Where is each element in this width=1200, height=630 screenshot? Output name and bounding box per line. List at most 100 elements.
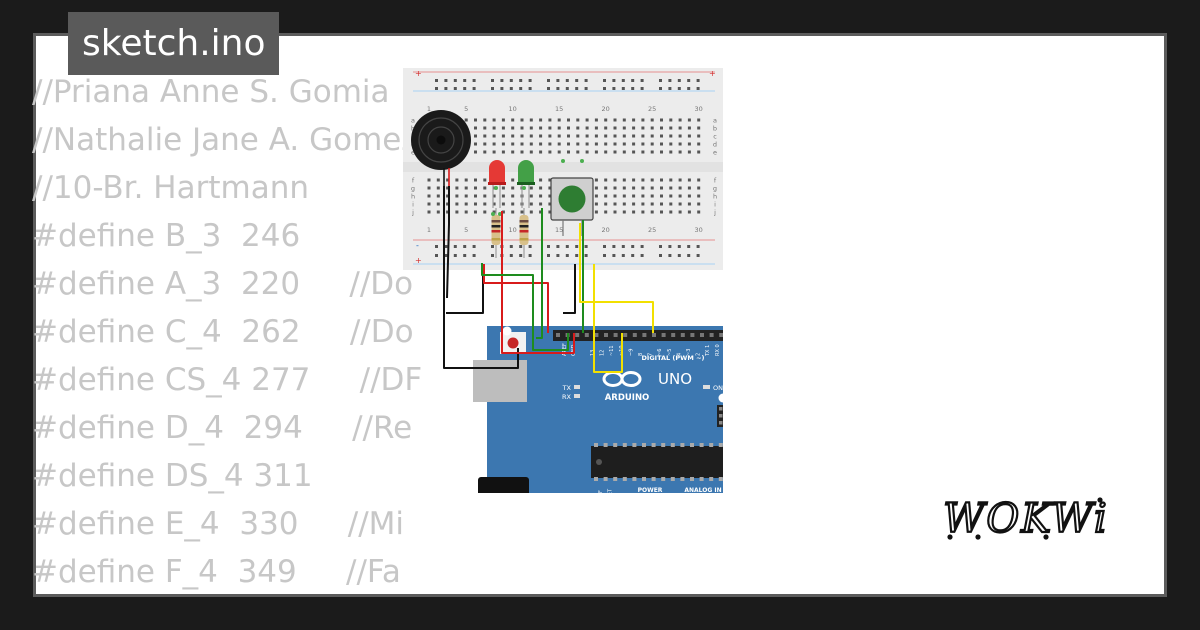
breadboard-hole <box>539 134 543 138</box>
wire-yellow-button <box>579 223 654 333</box>
rail-hole <box>687 87 691 90</box>
header-pin <box>613 333 618 337</box>
breadboard-hole <box>669 142 673 146</box>
breadboard-hole <box>622 186 626 190</box>
breadboard-hole <box>687 126 691 130</box>
chip-pin <box>661 443 666 447</box>
breadboard-hole <box>576 142 580 146</box>
wokwi-logo-text: WOKWi <box>943 496 1109 542</box>
column-number: 15 <box>555 105 563 113</box>
breadboard-hole <box>594 134 598 138</box>
breadboard-hole <box>446 178 450 182</box>
logo-dot-2 <box>975 534 981 540</box>
breadboard-hole <box>678 142 682 146</box>
breadboard-hole <box>492 118 496 122</box>
column-number: 30 <box>695 105 703 113</box>
led-red-base <box>488 182 506 185</box>
breadboard-hole <box>622 178 626 182</box>
breadboard-hole <box>520 134 524 138</box>
breadboard-hole <box>669 178 673 182</box>
rail-hole <box>472 245 476 248</box>
breadboard-hole <box>483 194 487 198</box>
breadboard-hole <box>576 134 580 138</box>
rail-hole <box>612 245 616 248</box>
breadboard-hole <box>548 134 552 138</box>
breadboard-hole <box>622 194 626 198</box>
breadboard-hole <box>483 178 487 182</box>
rail-hole <box>565 79 569 82</box>
code-editor[interactable]: //Priana Anne S. Gomia//Nathalie Jane A.… <box>32 68 422 596</box>
digital-pin-label: RX 0 <box>715 344 721 356</box>
rail-hole <box>519 254 523 257</box>
file-tab[interactable]: sketch.ino <box>68 12 280 75</box>
breadboard-hole <box>585 150 589 154</box>
breadboard-hole <box>650 142 654 146</box>
column-number: 25 <box>648 226 656 234</box>
breadboard-hole <box>529 186 533 190</box>
rail-hole <box>509 87 513 90</box>
rail-hole <box>575 254 579 257</box>
breadboard-hole <box>632 118 636 122</box>
row-letter: h <box>411 193 415 201</box>
buzzer-ring <box>418 117 464 163</box>
breadboard-hole <box>687 186 691 190</box>
column-number: 20 <box>602 105 610 113</box>
digital-pin-label: 4 <box>676 353 682 356</box>
breadboard-hole <box>455 178 459 182</box>
breadboard-hole <box>632 150 636 154</box>
power-pin-label: IOREF <box>598 490 604 493</box>
rail-hole <box>677 79 681 82</box>
breadboard-hole <box>436 186 440 190</box>
rail-hole <box>565 87 569 90</box>
breadboard-hole <box>678 202 682 206</box>
chip-pin <box>651 477 656 481</box>
breadboard-hole <box>641 186 645 190</box>
rail-hole <box>453 245 457 248</box>
rail-hole <box>435 245 438 248</box>
chip-pin <box>603 443 608 447</box>
resistor-band <box>519 220 529 223</box>
rail-hole <box>612 254 616 257</box>
breadboard-hole <box>557 118 561 122</box>
wire-green-pin <box>536 208 543 339</box>
rail-hole <box>687 254 691 257</box>
rail-hole <box>565 254 569 257</box>
tx-label: TX <box>562 384 572 392</box>
header-pin <box>642 333 647 337</box>
breadboard-hole <box>529 126 533 130</box>
rail-hole <box>631 245 635 248</box>
column-number: 30 <box>695 226 703 234</box>
chip-pin <box>632 443 637 447</box>
rail-hole <box>444 245 448 248</box>
breadboard-hole <box>483 202 487 206</box>
breadboard-hole <box>660 150 663 154</box>
breadboard-hole <box>548 186 552 190</box>
breadboard-hole <box>474 202 477 206</box>
breadboard-hole <box>501 202 505 206</box>
rail-hole <box>575 79 579 82</box>
wires <box>443 186 654 373</box>
breadboard-hole <box>548 194 552 198</box>
breadboard-hole <box>492 134 496 138</box>
breadboard-hole <box>548 202 552 206</box>
row-letter: a <box>713 117 717 125</box>
rail-hole <box>463 254 467 257</box>
breadboard-hole <box>660 134 663 138</box>
breadboard-hole <box>474 118 477 122</box>
breadboard-hole <box>660 186 663 190</box>
rail-minus-label: - <box>416 241 419 250</box>
breadboard-hole <box>483 186 487 190</box>
breadboard-hole <box>511 150 515 154</box>
breadboard-hole <box>604 186 608 190</box>
row-letter: j <box>411 209 414 217</box>
code-line: //10-Br. Hartmann <box>32 170 309 206</box>
breadboard-hole <box>585 134 589 138</box>
header-pin <box>700 333 704 337</box>
digital-pin-label: ~9 <box>628 349 634 356</box>
rail-hole <box>453 254 457 257</box>
breadboard-hole <box>501 118 505 122</box>
chip-pin <box>661 477 666 481</box>
breadboard-hole <box>483 126 487 130</box>
breadboard-hole <box>539 202 543 206</box>
rail-hole <box>444 87 448 90</box>
